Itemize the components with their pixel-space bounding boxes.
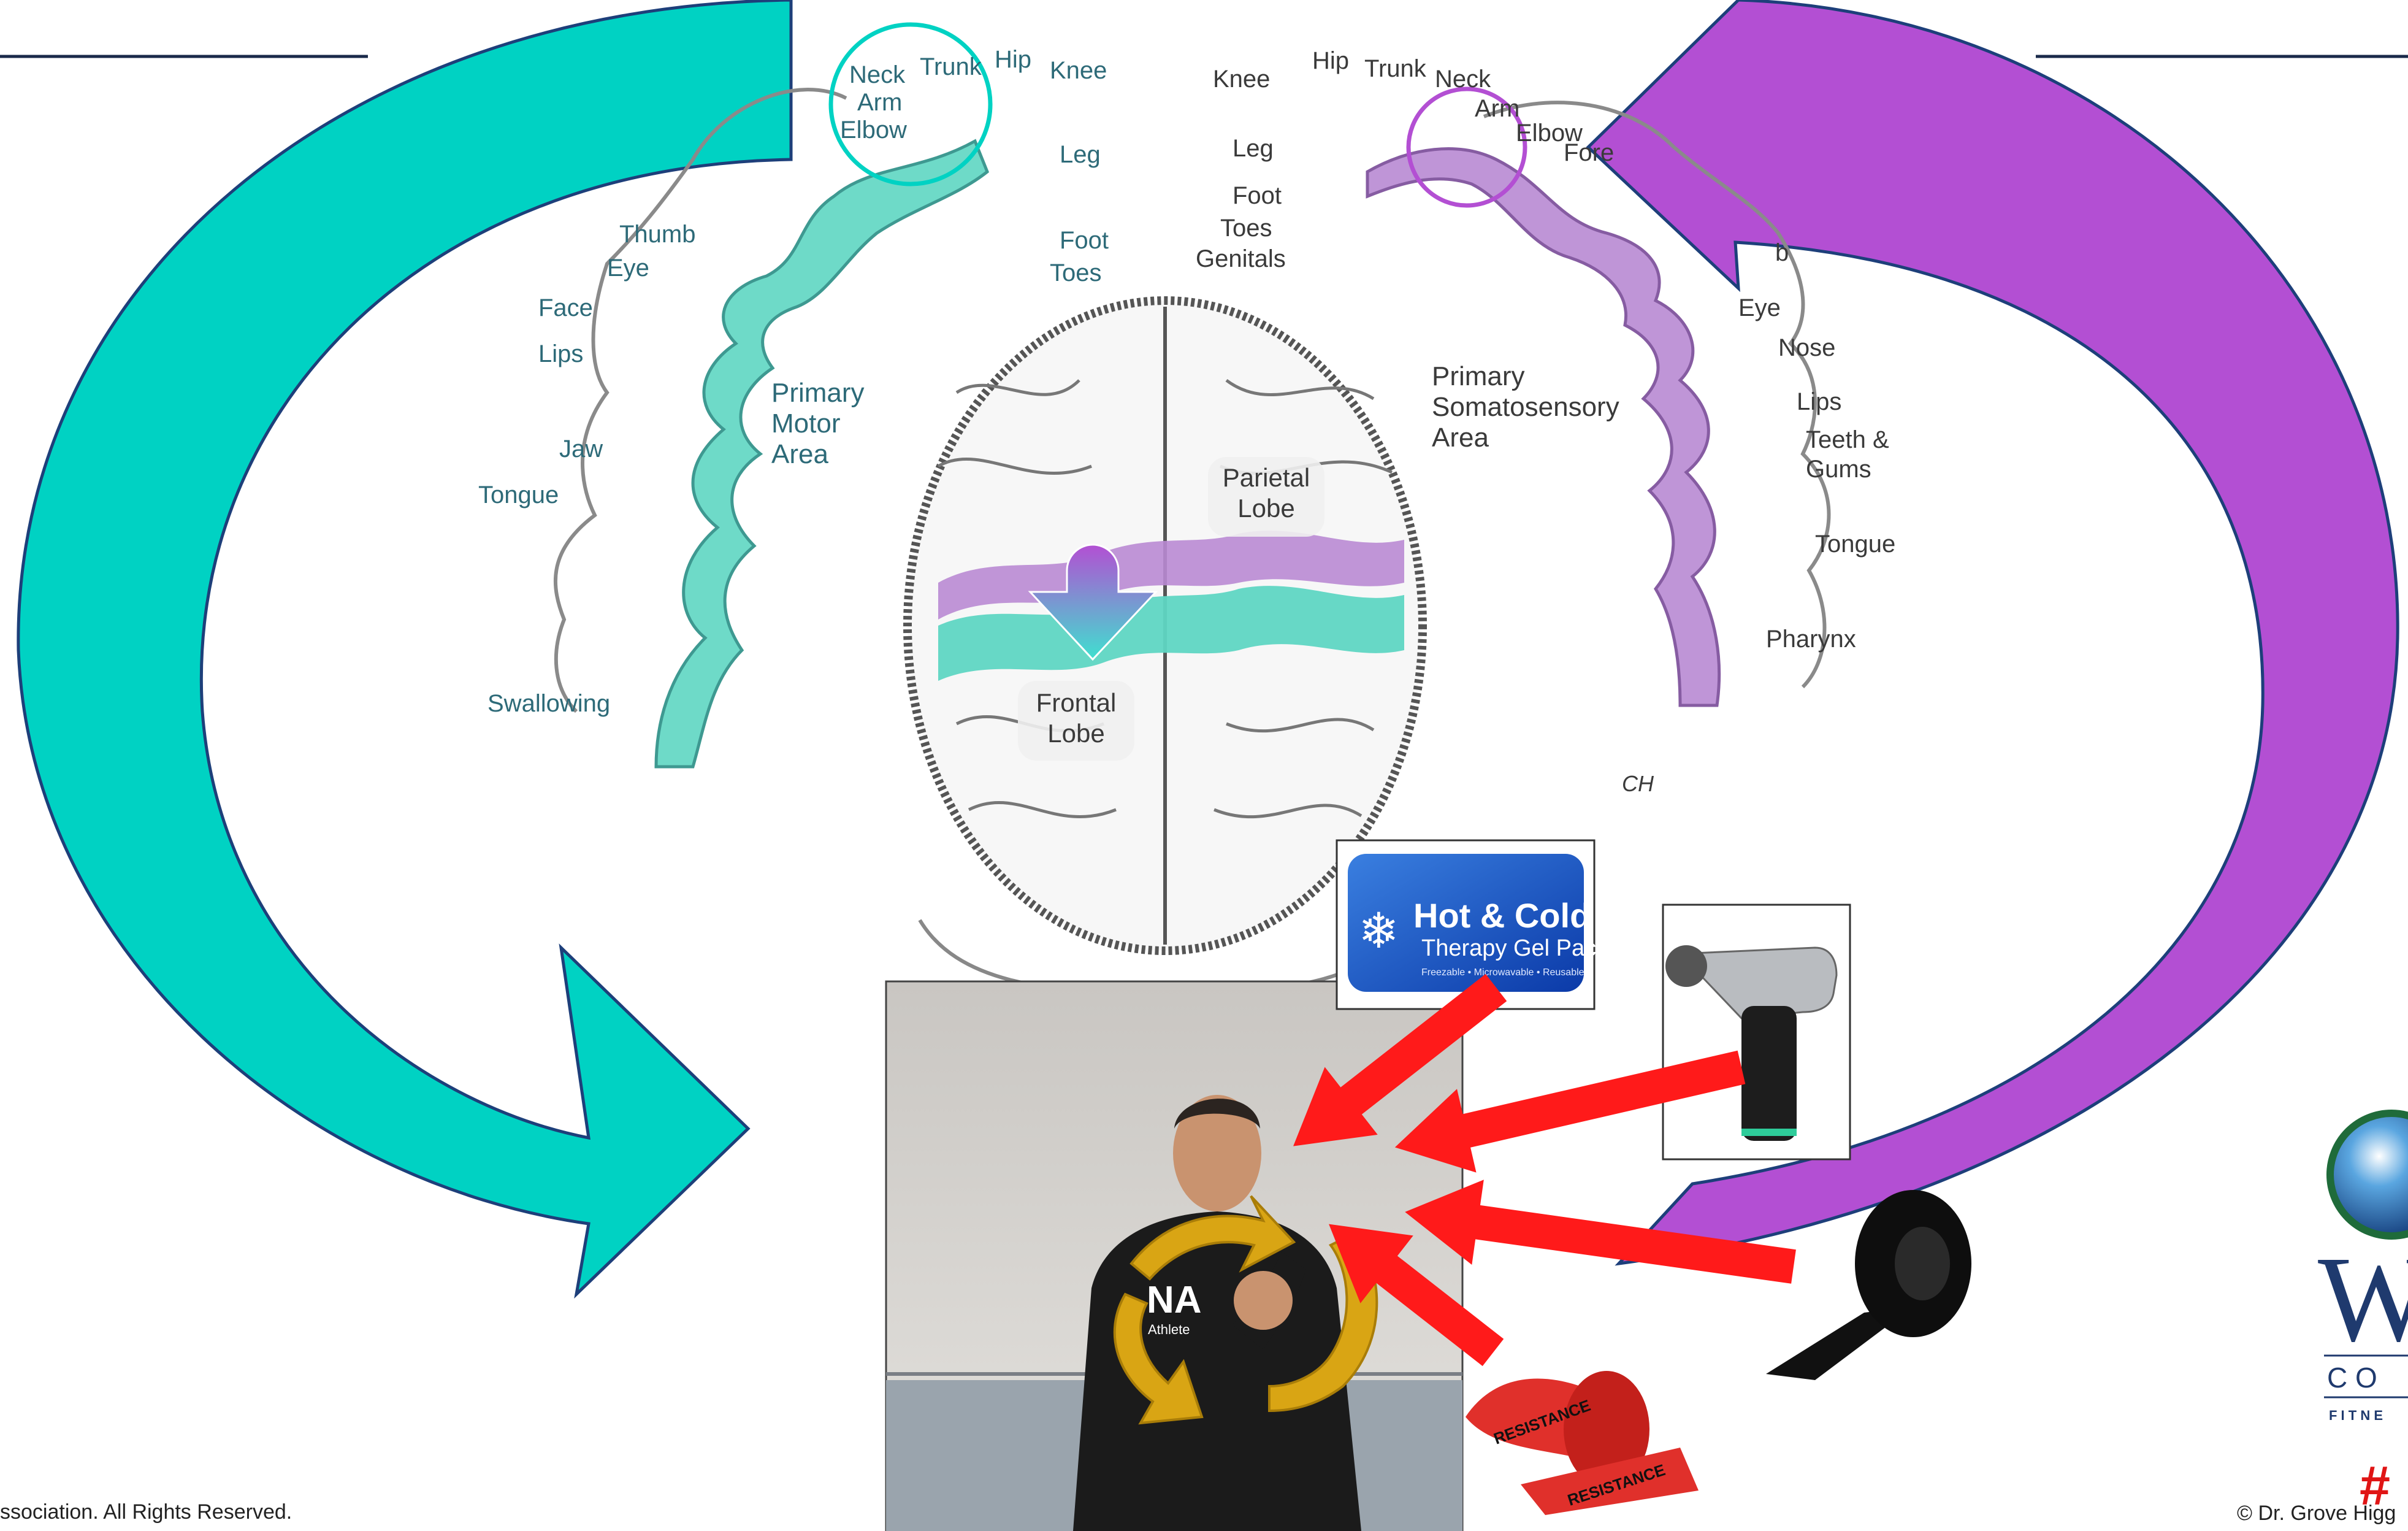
sensory-label-toes: Toes	[1220, 215, 1272, 242]
resistance-band-image: RESISTANCE RESISTANCE	[1466, 1371, 1699, 1515]
motor-label-eye: Eye	[607, 255, 649, 282]
instructor-fist	[1234, 1271, 1293, 1330]
sensory-label-arm: Arm	[1475, 95, 1519, 122]
footer-copyright-right: © Dr. Grove Higg	[2237, 1502, 2396, 1525]
frontal-label-2: Lobe	[1047, 719, 1104, 748]
sensory-area-label-2: Somatosensory	[1432, 392, 1619, 422]
massage-gun-light	[1741, 1129, 1797, 1136]
motor-label-tongue: Tongue	[478, 482, 559, 508]
motor-label-toes: Toes	[1050, 259, 1102, 286]
logo-subtext: C O	[2327, 1362, 2377, 1394]
sensory-label-leg: Leg	[1233, 135, 1274, 162]
snowflake-icon: ❄	[1358, 902, 1399, 959]
parietal-label-1: Parietal	[1223, 463, 1310, 492]
motor-area-label-3: Area	[771, 439, 828, 469]
motor-label-knee: Knee	[1050, 57, 1107, 84]
motor-label-arm: Arm	[857, 89, 902, 116]
teal-loop-arrow	[18, 0, 791, 1294]
motor-label-thumb: Thumb	[619, 221, 696, 248]
motor-label-jaw: Jaw	[559, 436, 603, 462]
sensory-area-label-1: Primary	[1432, 361, 1525, 391]
motor-highlight-circle	[831, 25, 990, 184]
sensory-label-lips: Lips	[1797, 388, 1841, 415]
sensory-label-forearm: Fore	[1564, 139, 1614, 166]
sensory-label-hip: Hip	[1312, 47, 1349, 74]
motor-label-face: Face	[538, 294, 593, 321]
logo-letter: W	[2318, 1232, 2408, 1367]
massage-gun-tip	[1665, 945, 1707, 987]
sensory-label-foot: Foot	[1233, 182, 1282, 209]
frontal-label-1: Frontal	[1036, 688, 1117, 717]
gel-pack-title: Hot & Cold	[1413, 896, 1591, 935]
gel-pack-image: ❄ Hot & Cold Therapy Gel Pack Freezable …	[1337, 840, 1608, 1009]
sensory-area-label-3: Area	[1432, 423, 1489, 453]
tape-roll-inner	[1895, 1227, 1950, 1300]
massage-gun-image	[1663, 905, 1850, 1159]
parietal-label-2: Lobe	[1237, 494, 1294, 523]
sensory-label-genitals: Genitals	[1196, 245, 1286, 272]
sensory-label-pharynx: Pharynx	[1766, 626, 1856, 653]
motor-area-label-2: Motor	[771, 409, 840, 439]
footer-copyright-left: ssociation. All Rights Reserved.	[0, 1500, 292, 1524]
massage-gun-handle	[1741, 1006, 1797, 1141]
sensory-label-teeth-1: Teeth &	[1806, 426, 1889, 453]
sensory-label-tongue: Tongue	[1815, 531, 1895, 558]
sensory-label-thumb: b	[1775, 239, 1789, 266]
sensory-label-nose: Nose	[1778, 334, 1835, 361]
brand-logo: W C O F I T N E	[2318, 1113, 2408, 1423]
motor-label-trunk: Trunk	[920, 53, 982, 80]
artist-initials: CH	[1622, 771, 1654, 796]
motor-area-label-1: Primary	[771, 378, 865, 408]
motor-label-elbow: Elbow	[840, 117, 907, 144]
motor-label-lips: Lips	[538, 340, 583, 367]
sensory-label-trunk: Trunk	[1364, 55, 1427, 82]
motor-label-leg: Leg	[1060, 141, 1101, 168]
gel-pack-subtitle: Therapy Gel Pack	[1421, 935, 1608, 961]
logo-tag: F I T N E	[2329, 1408, 2383, 1423]
sensory-label-knee: Knee	[1213, 66, 1270, 93]
motor-label-foot: Foot	[1060, 227, 1109, 254]
sensory-label-teeth-2: Gums	[1806, 456, 1871, 483]
gel-pack-tagline: Freezable • Microwavable • Reusable	[1421, 967, 1584, 978]
motor-label-neck: Neck	[849, 61, 906, 88]
motor-label-hip: Hip	[995, 46, 1031, 73]
motor-label-swallowing: Swallowing	[487, 690, 610, 717]
shirt-logo-sub: Athlete	[1148, 1322, 1190, 1337]
sensory-label-eye: Eye	[1738, 294, 1781, 321]
shirt-logo: NA	[1147, 1279, 1202, 1321]
sensory-label-neck: Neck	[1435, 66, 1491, 93]
logo-globe	[2330, 1113, 2408, 1236]
